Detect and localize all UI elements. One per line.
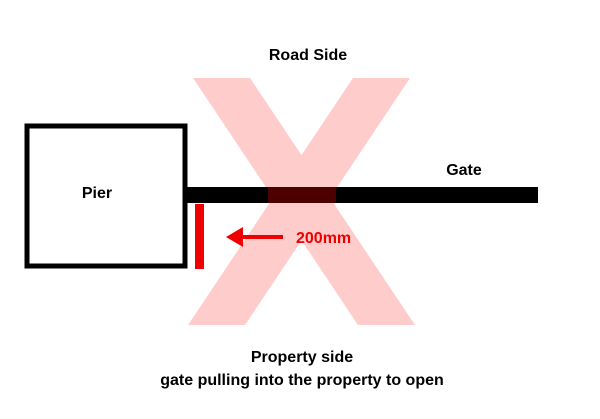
caption-label: gate pulling into the property to open <box>160 372 444 389</box>
gate-bar <box>185 187 538 203</box>
arrow-left-icon <box>226 227 283 247</box>
property-side-label: Property side <box>251 349 353 366</box>
clearance-marker <box>195 204 204 269</box>
gate-label: Gate <box>446 162 482 179</box>
pier-label: Pier <box>82 185 112 202</box>
measurement-label: 200mm <box>296 230 351 247</box>
road-side-label: Road Side <box>269 47 347 64</box>
gate-bar-overlap <box>268 187 336 203</box>
